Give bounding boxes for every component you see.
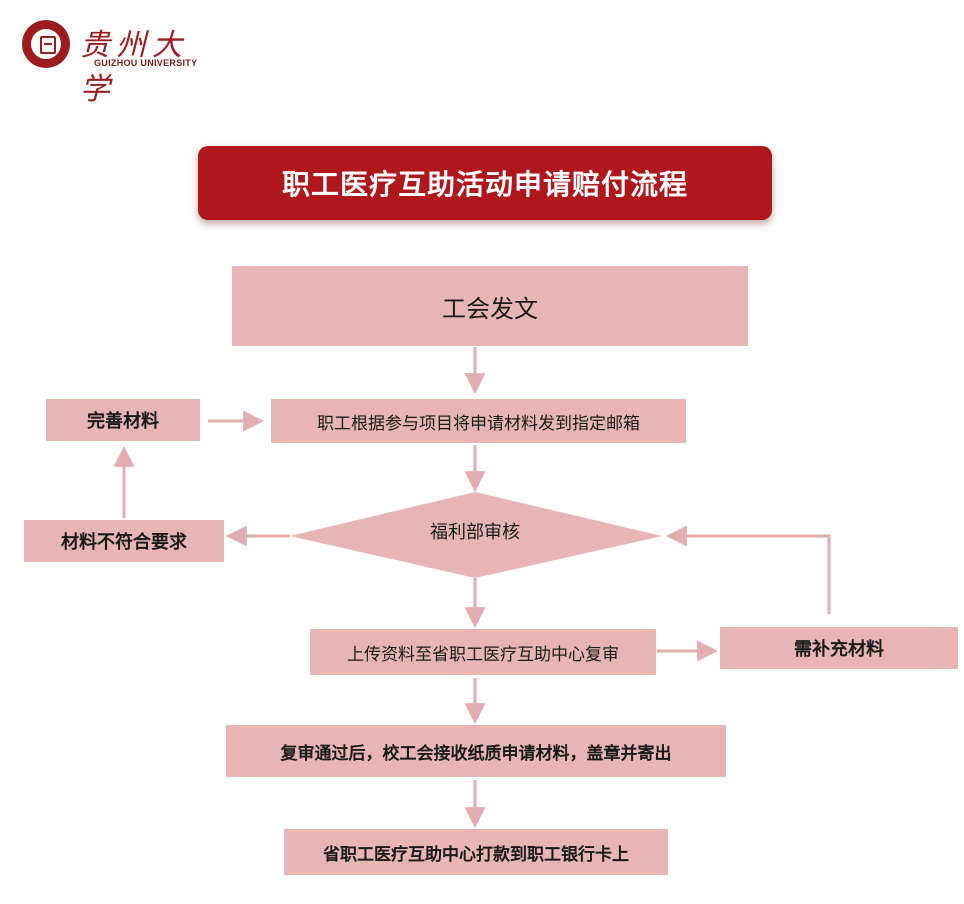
university-seal-icon [22, 20, 70, 68]
flowchart-title: 职工医疗互助活动申请赔付流程 [198, 146, 772, 220]
review-decision-diamond [290, 492, 662, 578]
logo-english-name: GUIZHOU UNIVERSITY [94, 58, 198, 68]
university-logo: 贵州大学 GUIZHOU UNIVERSITY [22, 20, 202, 107]
payment-node: 省职工医疗互助中心打款到职工银行卡上 [284, 829, 668, 875]
review-decision-label: 福利部审核 [430, 522, 520, 543]
arrow-supplement-to-review [665, 525, 831, 614]
supplement-materials-node: 需补充材料 [720, 627, 958, 669]
submit-materials-node: 职工根据参与项目将申请材料发到指定邮箱 [271, 399, 686, 443]
improve-materials-node: 完善材料 [46, 399, 200, 441]
logo-chinese-name: 贵州大学 [80, 28, 188, 107]
not-meet-requirements-node: 材料不符合要求 [24, 520, 224, 562]
upload-review-node: 上传资料至省职工医疗互助中心复审 [310, 629, 656, 675]
start-node: 工会发文 [232, 266, 748, 346]
mail-materials-node: 复审通过后，校工会接收纸质申请材料，盖章并寄出 [226, 725, 726, 777]
